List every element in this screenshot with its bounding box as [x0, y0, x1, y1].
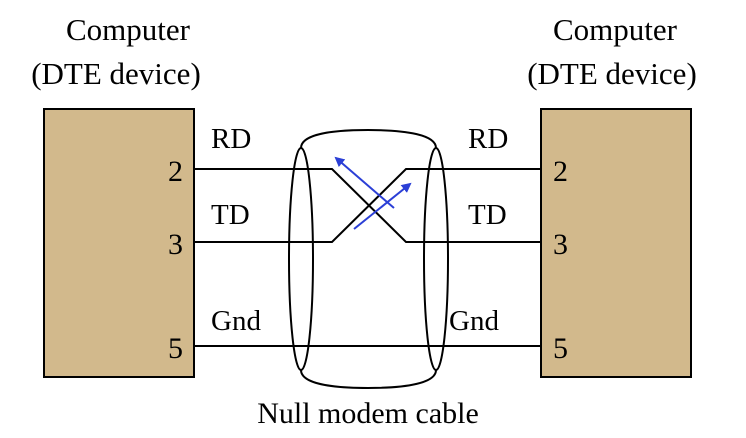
data-flow-arrow-up-left	[334, 156, 395, 209]
left-signal-td: TD	[211, 199, 250, 231]
right-signal-rd: RD	[468, 123, 508, 155]
left-signal-rd: RD	[211, 123, 251, 155]
right-signal-gnd: Gnd	[449, 305, 499, 337]
left-device-title-line2: (DTE device)	[31, 56, 201, 91]
cable-shield-left-ring	[288, 147, 314, 371]
cable-caption: Null modem cable	[257, 397, 479, 430]
cable-shield-top	[300, 128, 437, 149]
left-pin-5: 5	[168, 332, 183, 365]
data-flow-arrow-up-right	[353, 182, 412, 230]
wire-left-td-to-right-rd	[194, 168, 541, 243]
right-device-title-line1: Computer	[553, 12, 678, 47]
left-pin-3: 3	[168, 228, 183, 261]
right-pin-5: 5	[553, 332, 568, 365]
right-device-box	[540, 108, 692, 378]
cable-shield-bottom	[300, 369, 437, 390]
left-signal-gnd: Gnd	[211, 305, 261, 337]
right-signal-td: TD	[468, 199, 507, 231]
right-device-title-line2: (DTE device)	[527, 56, 697, 91]
right-pin-2: 2	[553, 155, 568, 188]
left-device-title-line1: Computer	[66, 12, 191, 47]
right-pin-3: 3	[553, 228, 568, 261]
cable-shield-right-ring	[423, 147, 449, 371]
left-pin-2: 2	[168, 155, 183, 188]
left-device-box	[43, 108, 195, 378]
